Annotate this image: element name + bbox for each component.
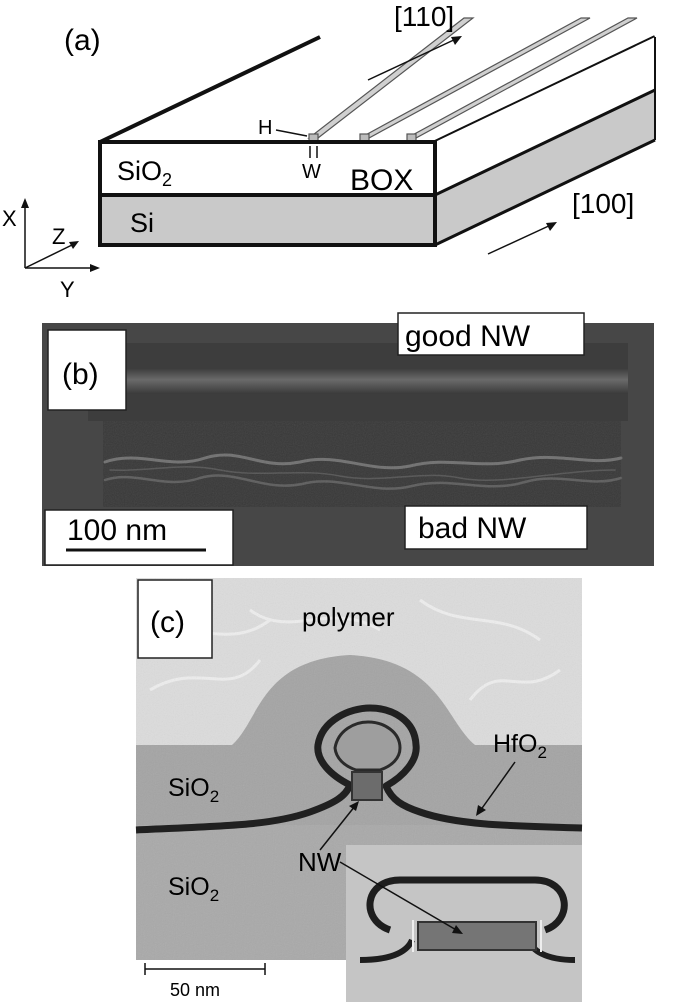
layer-si-label: Si	[130, 208, 154, 238]
panel-c-label-box	[137, 579, 213, 659]
height-label: H	[258, 117, 272, 139]
bad-nw-label-box	[404, 505, 588, 550]
wafer-right-interface	[434, 88, 656, 197]
sio2-lower-label: SiO2	[168, 873, 219, 905]
width-label: W	[302, 161, 321, 183]
panel-b: (b) good NW bad NW 100 nm	[42, 312, 654, 566]
panel-c: (c) polymer HfO2 SiO2 SiO2 NW 50 nm	[135, 578, 583, 1002]
scale-bar-c-label: 50 nm	[170, 980, 220, 1000]
hfo2-label: HfO2	[493, 730, 547, 762]
wafer-right-face-box	[435, 37, 655, 195]
dir-110-arrow	[367, 37, 459, 81]
good-nw-label-box	[397, 312, 585, 356]
wafer-right-bottom-edge	[434, 138, 656, 247]
dir-110-arrowhead	[451, 36, 462, 45]
hfo2-pointer	[479, 761, 516, 812]
bad-nw-label: bad NW	[418, 512, 527, 545]
axis-x-label: X	[2, 206, 17, 231]
good-nw-label: good NW	[405, 320, 531, 353]
panel-c-label: (c)	[150, 606, 185, 639]
hfo2-pointer-head	[476, 805, 486, 816]
sio2-upper-label: SiO2	[168, 774, 219, 806]
dir-100-arrowhead	[546, 222, 557, 231]
nw-pointer-lower-head	[452, 925, 463, 934]
axis-y-label: Y	[60, 277, 75, 302]
height-leader	[275, 129, 308, 137]
dir-100-arrow	[487, 223, 554, 255]
nanowires	[307, 17, 638, 143]
panel-b-label: (b)	[62, 358, 99, 391]
nw-pointer-lower	[339, 861, 459, 932]
tem-hfo2-inner	[333, 720, 402, 772]
tem-hfo2-layer	[135, 704, 583, 834]
panel-a-label: (a)	[64, 24, 101, 57]
scale-bar-b-label: 100 nm	[67, 514, 167, 547]
box-label: BOX	[350, 164, 413, 197]
panel-b-label-box	[47, 329, 127, 411]
nw-label: NW	[298, 847, 342, 877]
dir-110-label: [110]	[394, 1, 454, 32]
nw-pointer-upper-head	[349, 801, 359, 811]
nw-pointer-upper	[319, 805, 356, 851]
inset-shell	[366, 876, 568, 934]
wafer-right-face-si	[435, 90, 655, 245]
panel-a: (a) SiO2 Si BOX H W	[2, 1, 656, 302]
axis-z-label: Z	[52, 224, 65, 249]
coordinate-axes	[21, 198, 100, 272]
tem-nanowire	[351, 771, 383, 801]
dir-100-label: [100]	[572, 188, 634, 219]
sem-good-nanowire	[100, 368, 628, 394]
wafer-front-si	[98, 193, 437, 247]
inset-nanowire	[417, 921, 537, 951]
sem-grain	[103, 421, 621, 507]
polymer-label: polymer	[302, 602, 395, 632]
wafer-back-left-edge	[99, 35, 321, 144]
scale-bar-b-box	[44, 509, 234, 566]
layer-oxide-label: SiO2	[117, 156, 172, 190]
